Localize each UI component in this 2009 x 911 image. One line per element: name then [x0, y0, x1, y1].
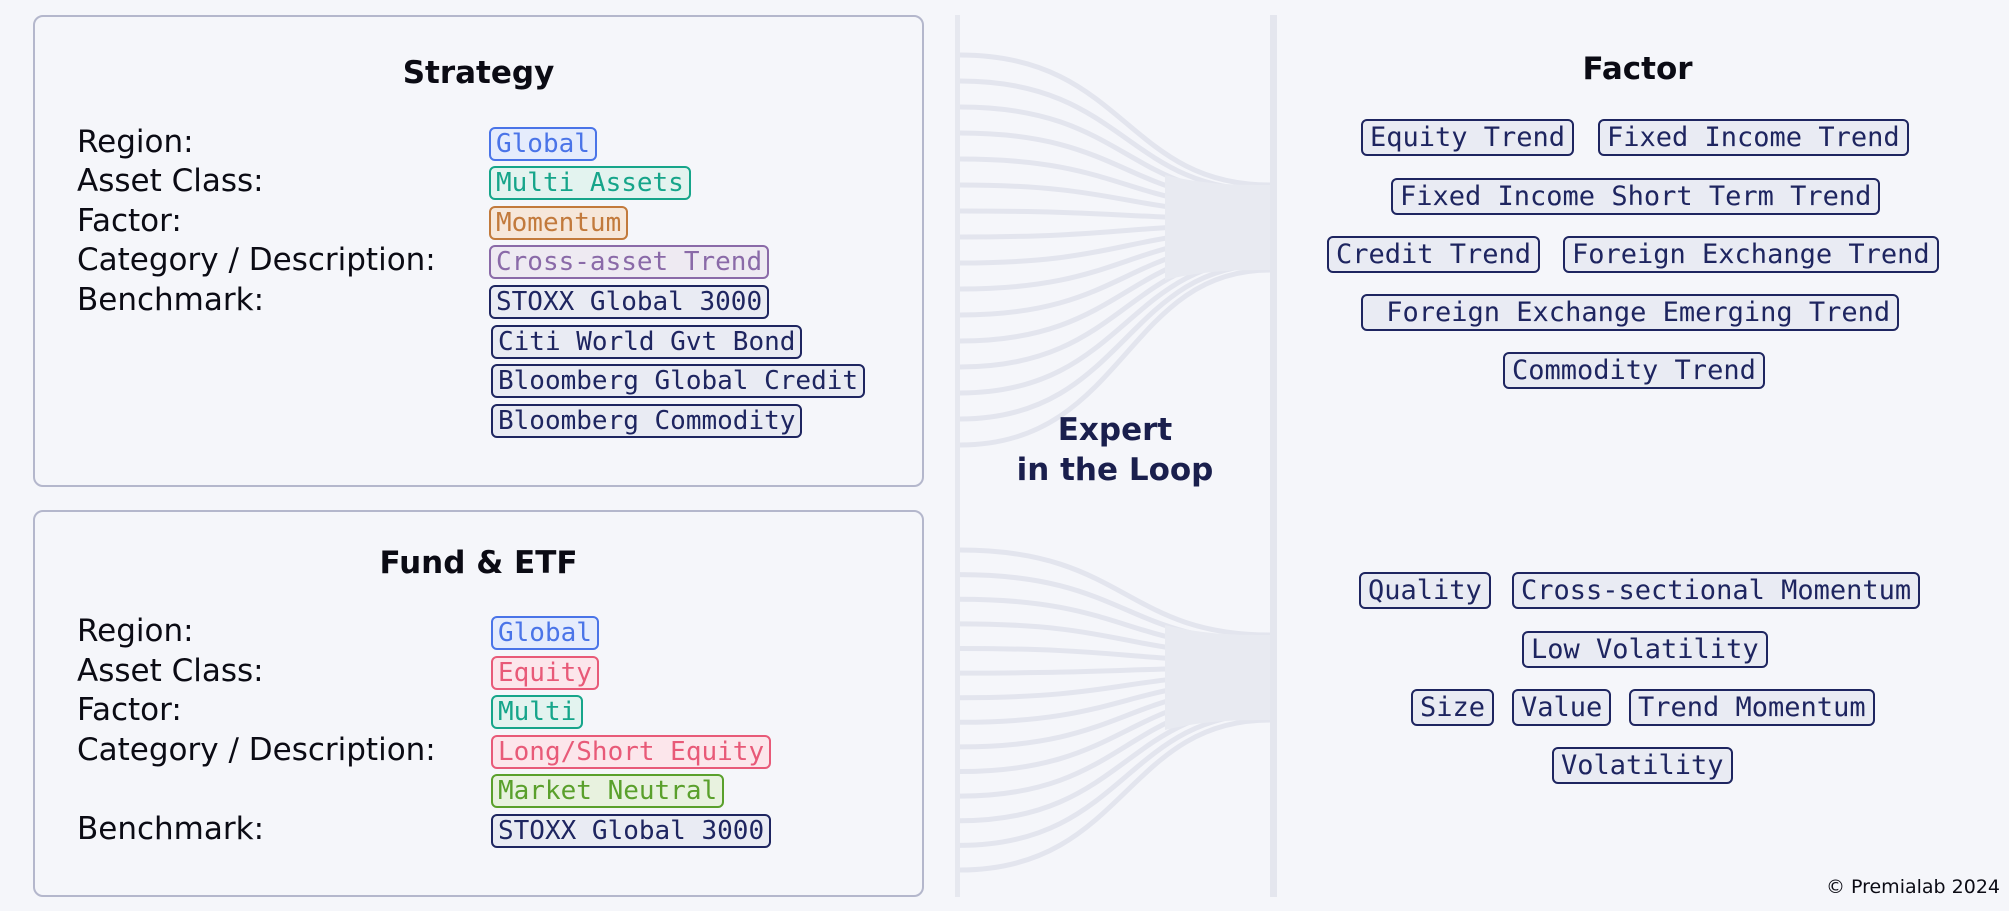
funnel-curve — [957, 267, 1273, 448]
strategy-region-tag: Global — [489, 127, 597, 161]
strategy-category-tag: Cross-asset Trend — [489, 245, 770, 279]
funnel-lines — [957, 52, 1273, 873]
fund-benchmark-label: Benchmark: — [77, 811, 265, 847]
factor-tag: Size — [1411, 689, 1495, 726]
factor-tag: Fixed Income Short Term Trend — [1391, 178, 1881, 215]
funnel-curve — [957, 717, 1273, 873]
factor-title: Factor — [1582, 51, 1693, 87]
strategy-benchmark-label: Benchmark: — [77, 282, 265, 318]
fund-factor-label: Factor: — [77, 692, 182, 728]
fund-etf-title: Fund & ETF — [379, 545, 578, 581]
fund-category-label: Category / Description: — [77, 732, 436, 768]
factor-tag: Credit Trend — [1327, 236, 1541, 273]
fund-category-tag: Market Neutral — [491, 774, 725, 808]
fund-etf-panel: Fund & ETF Region: Global Asset Class: E… — [33, 510, 924, 897]
strategy-benchmark-tag: Bloomberg Commodity — [491, 404, 803, 438]
copyright-text: © Premialab 2024 — [1825, 876, 2000, 898]
funnel-curve — [957, 710, 1273, 848]
fund-benchmark-tag: STOXX Global 3000 — [491, 814, 772, 848]
factor-tag: Volatility — [1552, 747, 1733, 784]
funnel-neck — [1165, 625, 1270, 730]
expert-line-2: in the Loop — [1016, 452, 1214, 488]
funnel-curve — [957, 261, 1273, 422]
strategy-asset-class-tag: Multi Assets — [489, 166, 691, 200]
strategy-panel: Strategy Region: Global Asset Class: Mul… — [33, 15, 924, 487]
factor-tag: Commodity Trend — [1503, 352, 1765, 389]
fund-category-tag: Long/Short Equity — [491, 735, 772, 769]
strategy-title: Strategy — [402, 55, 555, 91]
factor-tag: Equity Trend — [1361, 119, 1575, 156]
expert-line-1: Expert — [1057, 412, 1173, 448]
strategy-benchmark-tag: STOXX Global 3000 — [489, 285, 770, 319]
strategy-benchmark-tag: Bloomberg Global Credit — [491, 364, 866, 398]
strategy-category-label: Category / Description: — [77, 242, 436, 278]
funnel-right-edge — [1270, 15, 1277, 897]
fund-region-label: Region: — [77, 613, 194, 649]
funnel-curve — [957, 52, 1273, 188]
factor-tag: Foreign Exchange Emerging Trend — [1361, 294, 1900, 331]
strategy-benchmark-tag: Citi World Gvt Bond — [491, 325, 803, 359]
funnel-left-edge — [955, 15, 960, 897]
funnel-neck — [1165, 175, 1270, 280]
factor-tag: Fixed Income Trend — [1598, 119, 1909, 156]
factor-tag: Low Volatility — [1522, 631, 1768, 668]
strategy-factor-tag: Momentum — [489, 206, 629, 240]
factor-tag: Quality — [1359, 572, 1491, 609]
factor-tag: Value — [1512, 689, 1612, 726]
fund-region-tag: Global — [491, 616, 599, 650]
fund-asset-class-label: Asset Class: — [77, 653, 264, 689]
fund-asset-class-tag: Equity — [491, 656, 599, 690]
expert-in-the-loop-label: Expert in the Loop — [1012, 410, 1218, 490]
factor-tag: Trend Momentum — [1629, 689, 1875, 726]
factor-tag: Cross-sectional Momentum — [1512, 572, 1921, 609]
strategy-asset-class-label: Asset Class: — [77, 163, 264, 199]
strategy-factor-label: Factor: — [77, 203, 182, 239]
factor-tag: Foreign Exchange Trend — [1563, 236, 1939, 273]
strategy-region-label: Region: — [77, 124, 194, 160]
funnel-curve — [957, 547, 1273, 638]
fund-factor-tag: Multi — [491, 695, 584, 729]
